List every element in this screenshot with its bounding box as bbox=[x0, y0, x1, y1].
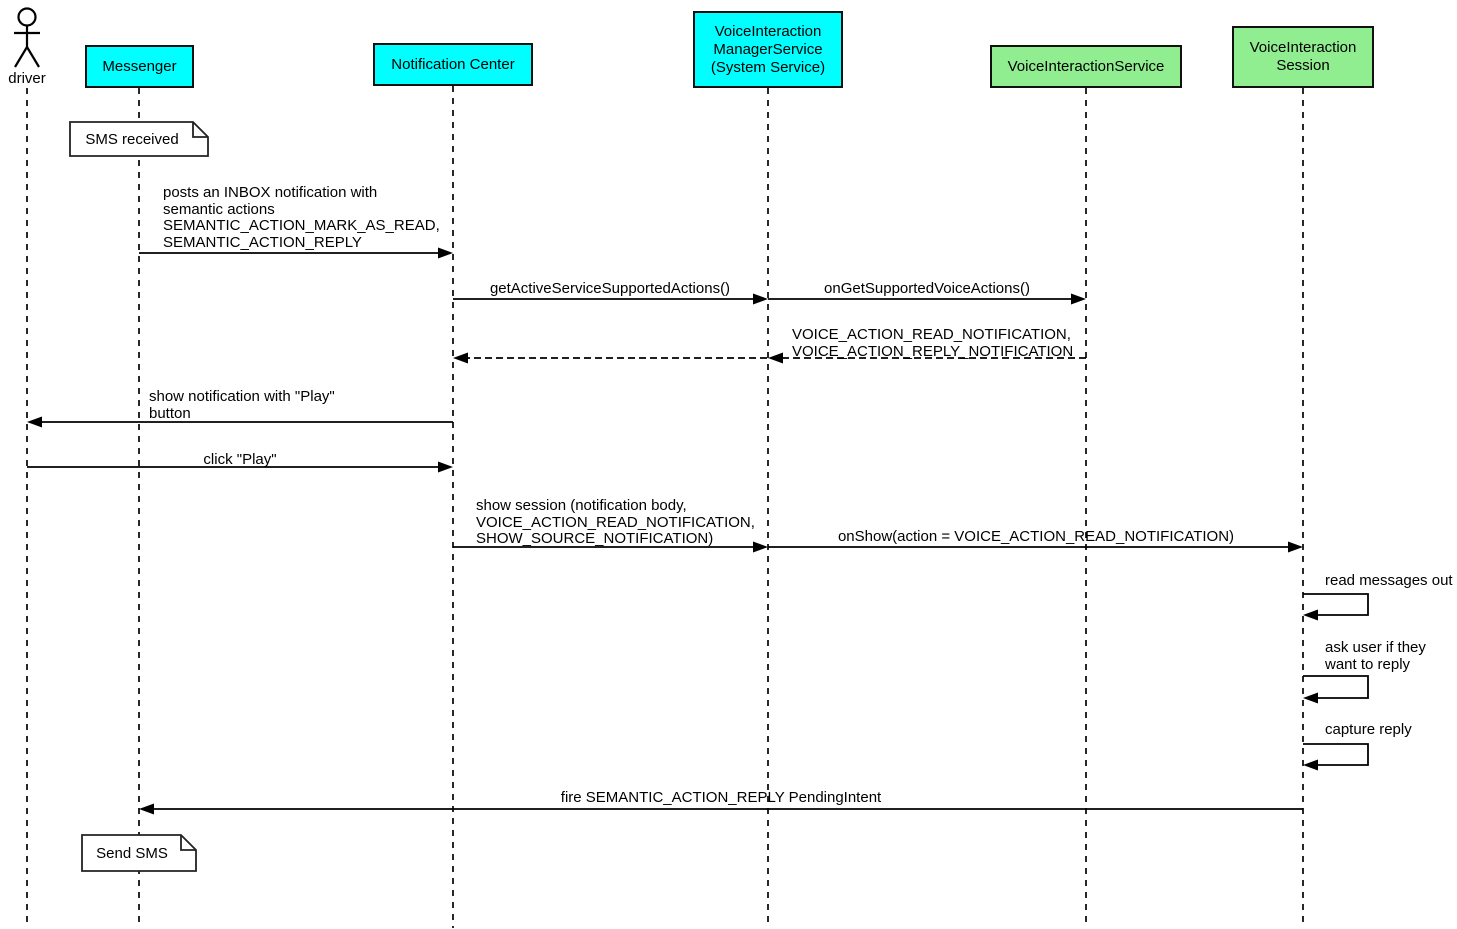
message-arrows bbox=[27, 247, 1369, 815]
arrow-fire-pending-intent bbox=[139, 803, 1303, 815]
arrow-posts-inbox-notification bbox=[139, 247, 453, 259]
arrow-return-voice-actions bbox=[453, 352, 1086, 364]
message-read-messages-out: read messages out bbox=[1325, 572, 1453, 589]
message-posts-inbox-notification: posts an INBOX notification with semanti… bbox=[163, 184, 440, 251]
arrow-show-notification bbox=[27, 416, 453, 428]
message-ask-user-reply: ask user if they want to reply bbox=[1325, 639, 1426, 673]
arrow-on-show bbox=[768, 541, 1303, 553]
note-sms-received-text: SMS received bbox=[85, 130, 179, 148]
message-on-show: onShow(action = VOICE_ACTION_READ_NOTIFI… bbox=[837, 528, 1235, 545]
note-send-sms: Send SMS bbox=[81, 834, 197, 872]
participant-notification-center: Notification Center bbox=[373, 43, 533, 86]
note-send-sms-text: Send SMS bbox=[96, 844, 168, 862]
message-click-play: click "Play" bbox=[203, 451, 277, 468]
arrow-get-active-service-supported-actions bbox=[453, 293, 768, 305]
participant-voice-interaction-manager-service: VoiceInteraction ManagerService (System … bbox=[693, 11, 843, 88]
participant-messenger: Messenger bbox=[85, 45, 194, 88]
arrow-self-capture-reply bbox=[1303, 743, 1369, 771]
message-return-voice-actions: VOICE_ACTION_READ_NOTIFICATION, VOICE_AC… bbox=[792, 326, 1074, 360]
message-fire-pending-intent: fire SEMANTIC_ACTION_REPLY PendingIntent bbox=[560, 789, 882, 806]
arrow-on-get-supported-voice-actions bbox=[768, 293, 1086, 305]
actor-icon bbox=[14, 7, 40, 68]
arrow-self-read-messages bbox=[1303, 593, 1369, 621]
participant-voice-interaction-service: VoiceInteractionService bbox=[990, 45, 1182, 88]
arrow-click-play bbox=[27, 461, 453, 473]
actor-driver-label: driver bbox=[8, 70, 46, 87]
message-get-active-service-supported-actions: getActiveServiceSupportedActions() bbox=[489, 280, 731, 297]
message-on-get-supported-voice-actions: onGetSupportedVoiceActions() bbox=[824, 280, 1030, 297]
note-shape bbox=[69, 121, 209, 157]
message-show-notification-play: show notification with "Play" button bbox=[149, 388, 335, 422]
arrow-self-ask-user bbox=[1303, 675, 1369, 704]
lifelines bbox=[26, 86, 1304, 928]
arrow-show-session bbox=[453, 541, 768, 553]
note-shape bbox=[81, 834, 197, 872]
message-capture-reply: capture reply bbox=[1325, 721, 1412, 738]
message-show-session: show session (notification body, VOICE_A… bbox=[476, 497, 755, 547]
participant-voice-interaction-session: VoiceInteraction Session bbox=[1232, 26, 1374, 88]
note-sms-received: SMS received bbox=[69, 121, 209, 157]
